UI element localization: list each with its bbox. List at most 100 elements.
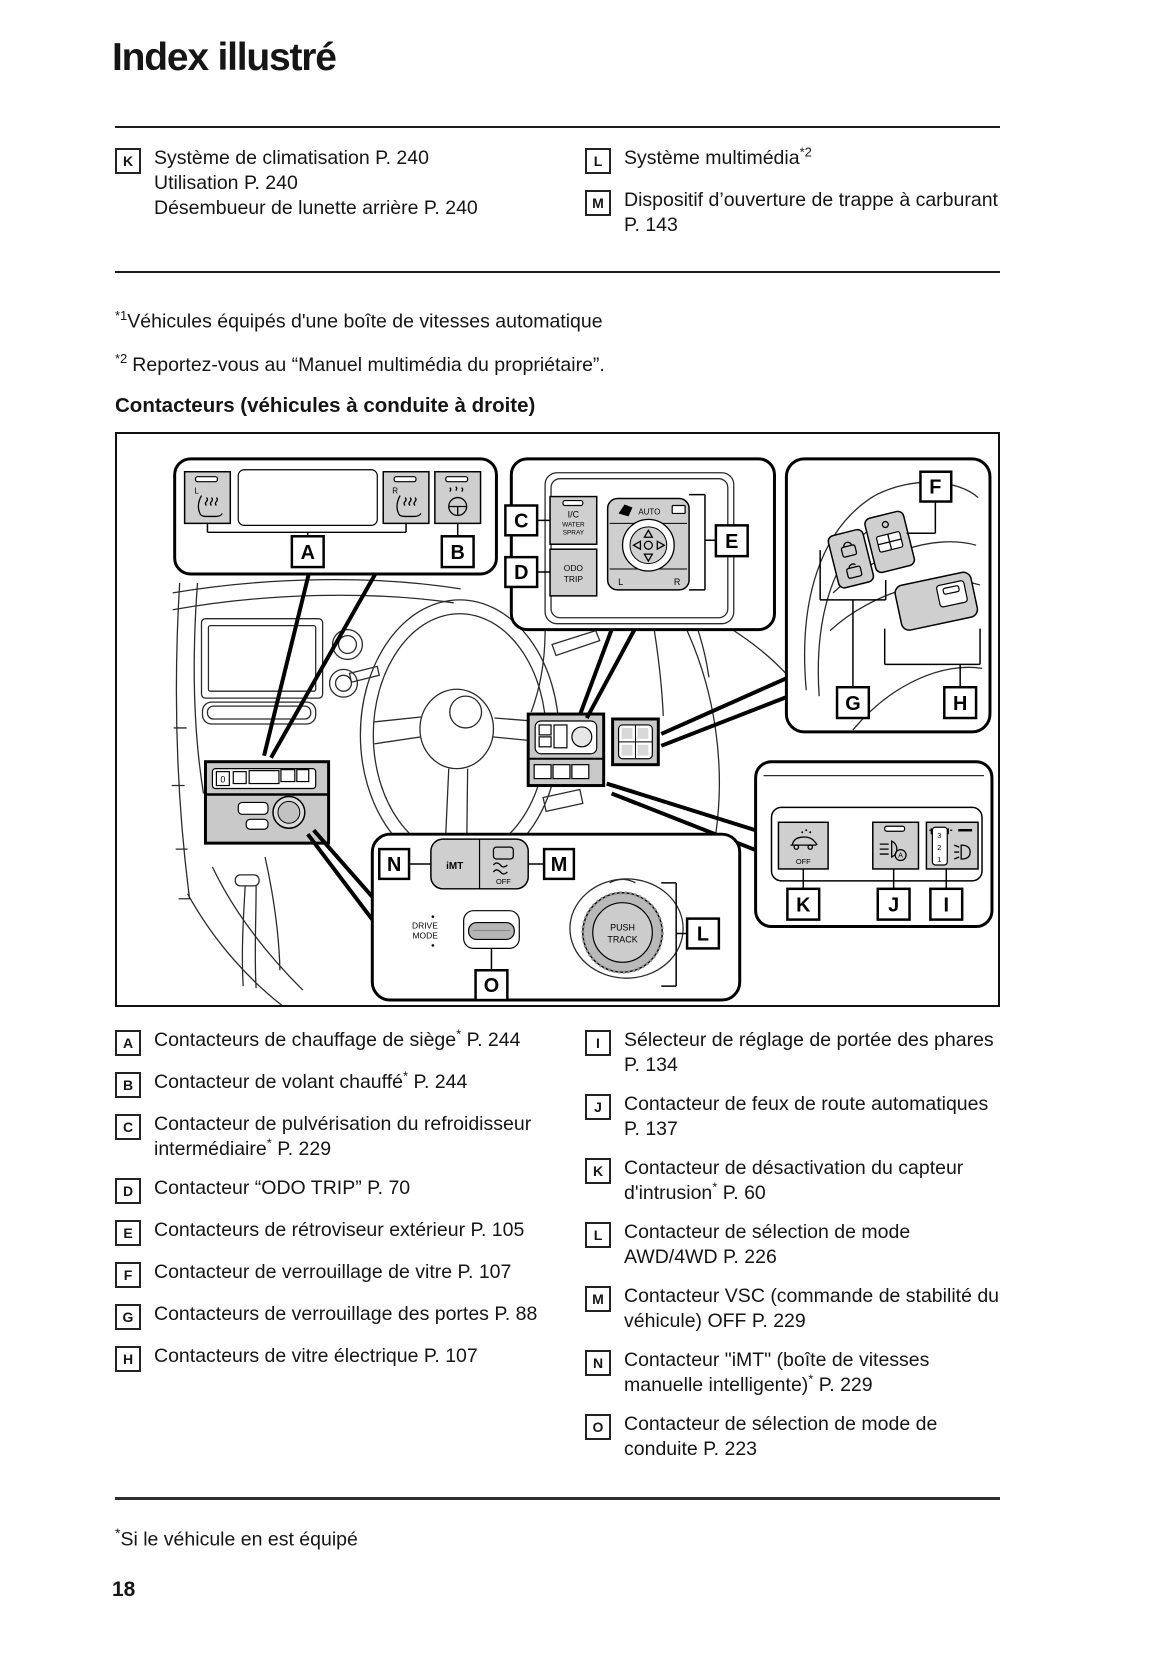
climate-display: [237, 469, 378, 526]
seat-heater-icon: [396, 495, 422, 518]
callout-letter: H: [115, 1346, 141, 1372]
svg-text:I: I: [944, 895, 950, 917]
list-item: L Système multimédia*2: [585, 146, 1000, 174]
svg-text:L: L: [697, 923, 709, 945]
svg-text:AUTO: AUTO: [638, 507, 660, 516]
svg-text:R: R: [674, 577, 681, 587]
callout-letter: L: [585, 1222, 611, 1248]
callout-N: N: [378, 847, 411, 881]
list-text: Contacteur de sélection de mode AWD/4WD …: [624, 1221, 911, 1268]
svg-text:1: 1: [937, 855, 941, 864]
callout-letter: K: [115, 148, 141, 174]
callout-letter: C: [115, 1114, 141, 1140]
callout-letter: I: [585, 1030, 611, 1056]
page-ref: P. 229: [813, 1374, 873, 1396]
unlock-icon: [846, 563, 863, 579]
list-text: Contacteurs de vitre électrique P. 107: [154, 1345, 478, 1367]
svg-text:N: N: [387, 854, 401, 876]
heated-steering-icon: [448, 486, 468, 517]
list-text: Contacteurs de verrouillage des portes P…: [154, 1303, 538, 1325]
start-knob: PUSH TRACK: [569, 878, 684, 979]
svg-text:OFF: OFF: [496, 877, 511, 886]
list-text: Contacteur de pulvérisation du refroidis…: [154, 1113, 532, 1160]
callout-letter: D: [115, 1178, 141, 1204]
callout-D: D: [504, 555, 539, 589]
list-item: L Contacteur de sélection de mode AWD/4WD…: [585, 1220, 1005, 1270]
list-item: I Sélecteur de réglage de portée des phar…: [585, 1028, 1005, 1078]
callout-letter: O: [585, 1414, 611, 1440]
odo-trip-button: ODO TRIP: [549, 548, 598, 597]
callout-letter: B: [115, 1072, 141, 1098]
list-line: Système de climatisation P. 240: [154, 147, 429, 169]
list-text: Dispositif d’ouverture de trappe à carbu…: [624, 189, 998, 236]
svg-text:OFF: OFF: [796, 857, 811, 866]
svg-text:MODE: MODE: [413, 930, 439, 940]
footnote-ref: *: [402, 1068, 409, 1084]
page-ref: P. 60: [717, 1182, 766, 1204]
seat-heater-right-button: R: [382, 470, 430, 525]
list-text: Sélecteur de réglage de portée des phare…: [624, 1029, 994, 1076]
callout-I: I: [929, 887, 964, 921]
auto-high-beam-icon: A: [879, 840, 907, 862]
svg-text:ODO: ODO: [564, 563, 584, 573]
page-number: 18: [112, 1578, 136, 1601]
callout-letter: L: [585, 148, 611, 174]
intrusion-sensor-icon: [790, 829, 818, 850]
page-ref: P. 244: [408, 1071, 468, 1093]
svg-text:G: G: [845, 693, 860, 715]
footnote-text: Si le véhicule en est équipé: [120, 1528, 358, 1551]
footnote-bottom: *Si le véhicule en est équipé: [115, 1525, 358, 1552]
svg-text:H: H: [953, 693, 967, 715]
callout-letter: M: [585, 190, 611, 216]
column-right-panel-highlight: [526, 712, 606, 788]
seat-left-label: L: [194, 487, 199, 496]
callout-letter: E: [115, 1220, 141, 1246]
seat-right-label: R: [392, 487, 398, 496]
callout-H: H: [943, 685, 978, 720]
svg-text:F: F: [929, 477, 941, 499]
callout-M: M: [542, 847, 576, 881]
footnote-ref: *: [266, 1135, 272, 1151]
auto-high-beam-button: A: [872, 821, 920, 870]
svg-text:M: M: [551, 854, 568, 876]
list-text: Contacteur de désactivation du capteur d…: [624, 1157, 964, 1204]
headlight-leveling-dial: 3 2 1: [925, 821, 979, 870]
callout-letter: M: [585, 1286, 611, 1312]
intrusion-sensor-off-button: OFF: [777, 821, 829, 870]
section-heading: Contacteurs (véhicules à conduite à droi…: [115, 394, 536, 417]
mirror-fold-icon: [618, 504, 633, 517]
mirror-icon: [671, 504, 686, 515]
footnote-ref: *2: [799, 144, 812, 160]
callout-L: L: [685, 917, 721, 950]
page-ref: P. 244: [461, 1029, 521, 1051]
list-item: C Contacteur de pulvérisation du refroidi…: [115, 1112, 577, 1162]
list-item: K Système de climatisation P. 240 Utilis…: [115, 146, 570, 221]
list-line: Utilisation P. 240: [154, 172, 298, 194]
list-item: M Dispositif d’ouverture de trappe à car…: [585, 188, 1000, 238]
seat-heater-icon: [197, 495, 223, 518]
mirror-control-pad: AUTO L R: [606, 497, 690, 591]
callout-letter: J: [585, 1094, 611, 1120]
page-title: Index illustré: [112, 36, 337, 79]
inset-door-switches: F G H: [784, 457, 992, 734]
callout-G: G: [835, 685, 871, 720]
svg-text:TRACK: TRACK: [607, 934, 637, 944]
mirror-panel-highlight: [611, 717, 660, 767]
divider: [115, 271, 1000, 273]
footnote-text: Reportez-vous au “Manuel multimédia du p…: [132, 353, 605, 376]
footnote-ref: *: [712, 1179, 718, 1195]
list-text: Système multimédia: [624, 147, 800, 169]
list-text: Contacteurs de rétroviseur extérieur P. …: [154, 1219, 525, 1241]
svg-text:PUSH: PUSH: [610, 923, 635, 933]
svg-text:I/C: I/C: [568, 509, 580, 519]
svg-text:3: 3: [937, 831, 941, 840]
window-icon: [942, 585, 960, 595]
list-text: Contacteur VSC (commande de stabilité du…: [624, 1285, 1000, 1332]
svg-text:A: A: [301, 542, 315, 564]
svg-text:D: D: [514, 562, 528, 584]
